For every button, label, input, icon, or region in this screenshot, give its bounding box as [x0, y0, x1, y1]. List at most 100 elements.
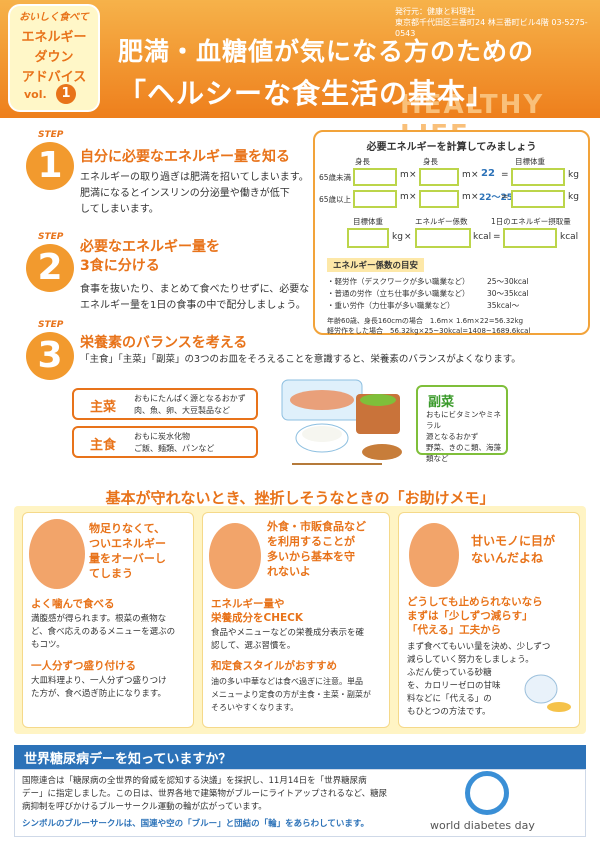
text-line: もひとつの方法です。 [407, 707, 491, 717]
text-line: 源となるおかず [426, 432, 479, 441]
pot-body [524, 674, 558, 704]
factor-under: 22 [481, 168, 495, 179]
text-line: を利用することが [267, 535, 355, 548]
step-text: 食事を抜いたり、まとめて食べたりせずに、必要な エネルギー量を1日の食事の中で配… [80, 282, 310, 314]
text-line: まずは「少しずつ減らす」 [407, 610, 533, 622]
row2-weight-label: 目標体重 [353, 217, 383, 226]
text-line: ついエネルギー [89, 537, 166, 550]
step-title: 自分に必要なエネルギー量を知る [80, 149, 290, 165]
tip-heading: エネルギー量や 栄養成分をCHECK [211, 597, 303, 625]
text-line: ないんだよね [471, 551, 544, 565]
text-line: 多いから基本を守 [267, 550, 355, 563]
unit-kg: kg [568, 170, 579, 180]
text-line: デー」に指定しました。この日は、世界各地で建築物がブルーにライトアップされるなど… [22, 789, 388, 799]
coef-row-label: ・重い労作（力仕事が多い職業など） [327, 301, 455, 310]
title-line: 3食に分ける [80, 258, 160, 274]
face-with-glasses-icon [209, 523, 261, 589]
card-question: 外食・市販食品など を利用することが 多いから基本を守 れないよ [267, 519, 366, 579]
calc-title: 必要エネルギーを計算してみましょう [366, 142, 537, 153]
times-sign: × [409, 170, 417, 180]
coef-row-value: 35kcal～ [487, 301, 520, 310]
factor-over: 22～25 [479, 193, 514, 203]
main-dish-tag: 主菜 [90, 400, 117, 415]
vol-label: vol. [24, 88, 47, 101]
wdd-logo-text: world diabetes day [430, 819, 535, 832]
badge-line: ダウン [34, 50, 74, 65]
wdd-text: 国際連合は「糖尿病の全世界的脅威を認知する決議」を採択し、11月14日を「世界糖… [22, 775, 432, 814]
header-banner [0, 0, 600, 118]
step-label: STEP [38, 232, 64, 242]
target-weight-box[interactable] [511, 168, 565, 186]
height-input-box[interactable] [353, 168, 397, 186]
unit-m: m [462, 170, 471, 180]
target-weight-box[interactable] [511, 190, 565, 208]
rice-icon [302, 426, 342, 442]
badge-line: アドバイス [21, 70, 87, 85]
coef-box[interactable] [415, 228, 471, 248]
step-number: 2 [26, 244, 74, 292]
coef-row-value: 30～35kcal [487, 289, 529, 298]
meal-illustration [281, 379, 402, 465]
daily-energy-box[interactable] [503, 228, 557, 248]
text-line: メニューより定食の方が主食・主菜・副菜が [211, 690, 371, 699]
main-dish-text: おもにたんぱく源となるおかず 肉、魚、卵、大豆製品など [134, 393, 246, 417]
step-text: 「主食」「主菜」「副菜」の3つのお皿をそろえることを意識すると、栄養素のバランス… [80, 354, 521, 365]
step-text: エネルギーの取り過ぎは肥満を招いてしまいます。 肥満になるとインスリンの分泌量や… [80, 170, 310, 218]
height-input-box[interactable] [419, 168, 459, 186]
tip-heading: どうしても止められないなら まずは「少しずつ減らす」 「代える」工夫から [407, 595, 543, 637]
coef-title: エネルギー係数の目安 [327, 258, 425, 272]
memo-title: 基本が守れないとき、挫折しそうなときの「お助けメモ」 [105, 489, 495, 507]
text-line: もコツ。 [31, 640, 65, 650]
staple-text: おもに炭水化物 ご飯、麺類、パンなど [134, 431, 214, 455]
energy-calculator-box: 必要エネルギーを計算してみましょう 身長 身長 目標体重 65歳未満 m × m… [313, 130, 590, 335]
unit-kcal: kcal [560, 232, 579, 242]
col-height-label: 身長 [423, 157, 438, 166]
fish-icon [290, 390, 354, 410]
face-illustration-icon [29, 519, 85, 589]
height-input-box[interactable] [419, 190, 459, 208]
text-line: 量をオーバーし [89, 552, 166, 565]
height-input-box[interactable] [353, 190, 397, 208]
text-line: ご飯、麺類、パンなど [134, 444, 215, 453]
text-line: 食品やメニューなどの栄養成分表示を確 [211, 628, 365, 638]
text-line: 物足りなくて、 [89, 522, 166, 535]
tip-text: 満腹感が得られます。根菜の煮物な ど、食べ応えのあるメニューを選ぶの もコツ。 [31, 613, 175, 652]
tip-heading: 和定食スタイルがおすすめ [211, 660, 337, 672]
page-title-line1: 肥満・血糖値が気になる方のための [118, 37, 535, 66]
col-height-label: 身長 [355, 157, 370, 166]
times-sign: × [409, 192, 417, 202]
coef-row-label: ・軽労作（デスクワークが多い職業など） [327, 277, 470, 286]
title-line: 必要なエネルギー量を [80, 239, 220, 255]
small-bowl-icon [362, 444, 402, 460]
side-dish-text: おもにビタミンやミネラル 源となるおかず 野菜、きのこ類、海藻類など [426, 409, 506, 464]
weight-box[interactable] [347, 228, 389, 248]
coef-row: ・重い労作（力仕事が多い職業など） 35kcal～ [327, 300, 567, 311]
tip-text: 大皿料理より、一人分ずつ盛りつけ た方が、食べ過ぎ防止になります。 [31, 675, 167, 701]
text-line: おもにビタミンやミネラル [426, 410, 501, 430]
text-line: どうしても止められないなら [407, 596, 543, 608]
coef-row-label: ・普通の労作（立ち仕事が多い職業など） [327, 289, 470, 298]
step-number: 1 [26, 142, 74, 190]
publisher-info: 発行元：健康と料理社 東京都千代田区三番町24 林三番町ビル4階 03-5275… [395, 6, 600, 39]
equals-sign: = [501, 192, 509, 202]
tip-text: 食品やメニューなどの栄養成分表示を確 認して、選ぶ習慣を。 [211, 627, 364, 653]
example-line: 年齢60歳、身長160cmの場合 1.6m× 1.6m×22=56.32kg [327, 317, 524, 325]
memo-card: 物足りなくて、 ついエネルギー 量をオーバーし てしまう よく噛んで食べる 満腹… [22, 512, 194, 728]
main-dish-box: 主菜 おもにたんぱく源となるおかず 肉、魚、卵、大豆製品など [72, 388, 258, 420]
text-line: おもにたんぱく源となるおかず [134, 394, 246, 403]
unit-m: m [400, 170, 409, 180]
vol-number: 1 [56, 84, 76, 104]
side-dish-box: 副菜 おもにビタミンやミネラル 源となるおかず 野菜、きのこ類、海藻類など [416, 385, 508, 463]
text-line: まず食べてもいい量を決め、少しずつ [407, 642, 551, 652]
step-number: 3 [26, 332, 74, 380]
staple-tag: 主食 [90, 438, 117, 453]
unit-m: m [400, 192, 409, 202]
text-line: してしまいます。 [80, 204, 159, 215]
side-dish-tag: 副菜 [428, 395, 455, 410]
times-sign: × [404, 232, 412, 242]
tip-heading: よく噛んで食べる [31, 598, 115, 610]
coef-row-value: 25～30kcal [487, 277, 529, 286]
text-line: 栄養成分をCHECK [211, 612, 304, 624]
row2-daily-label: 1日のエネルギー摂取量 [491, 217, 571, 226]
age-over-label: 65歳以上 [319, 195, 352, 204]
